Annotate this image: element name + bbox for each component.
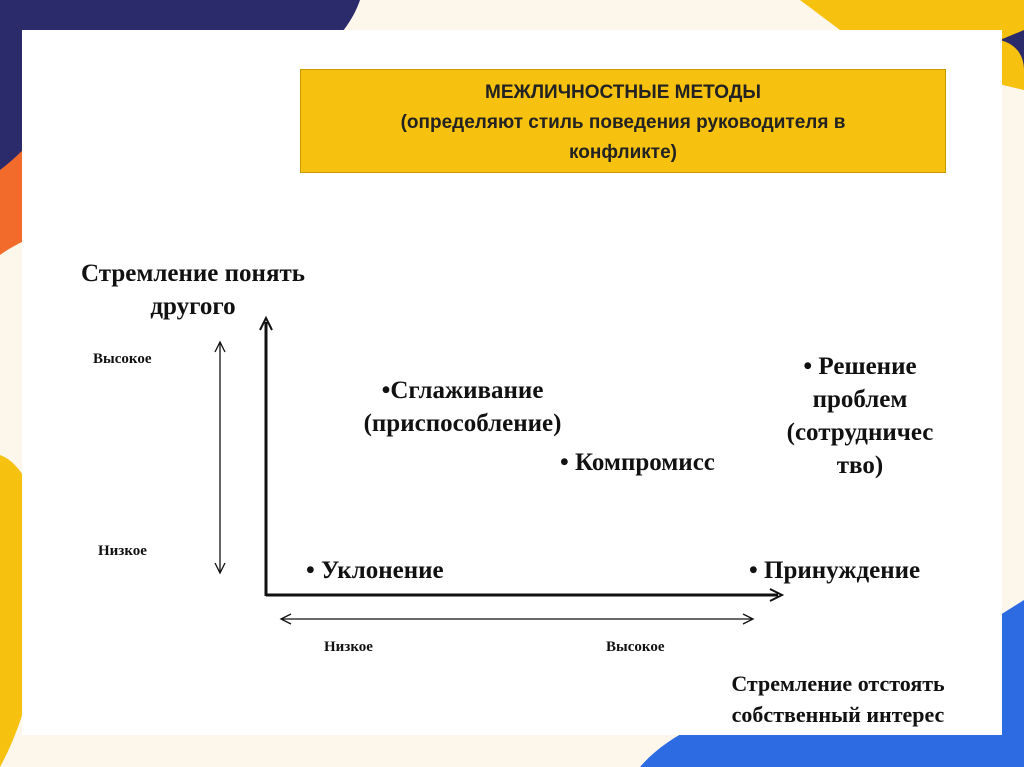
x-scale-high-label: Высокое (606, 639, 664, 656)
point-label-reshenie: • Решение проблем (сотрудничес тво) (760, 350, 960, 482)
y-scale-low-label: Низкое (98, 543, 147, 560)
point-label-sglazhivanie-line-1: •Сглаживание (340, 374, 585, 407)
x-scale-low-label: Низкое (324, 639, 373, 656)
x-axis-title-line-2: собственный интерес (703, 699, 973, 730)
x-axis-title: Стремление отстоять собственный интерес (703, 668, 973, 730)
point-label-prinuzhdenie: • Принуждение (749, 554, 920, 587)
point-label-sglazhivanie: •Сглаживание (приспособление) (340, 374, 585, 440)
x-axis-title-line-1: Стремление отстоять (703, 668, 973, 699)
point-label-reshenie-line-2: проблем (760, 383, 960, 416)
point-label-uklonenie: • Уклонение (306, 554, 444, 587)
point-label-sglazhivanie-line-2: (приспособление) (340, 407, 585, 440)
point-label-reshenie-line-3: (сотрудничес (760, 416, 960, 449)
point-label-kompromiss: • Компромисс (560, 446, 715, 479)
y-scale-high-label: Высокое (93, 351, 151, 368)
point-label-reshenie-line-1: • Решение (760, 350, 960, 383)
point-label-reshenie-line-4: тво) (760, 449, 960, 482)
